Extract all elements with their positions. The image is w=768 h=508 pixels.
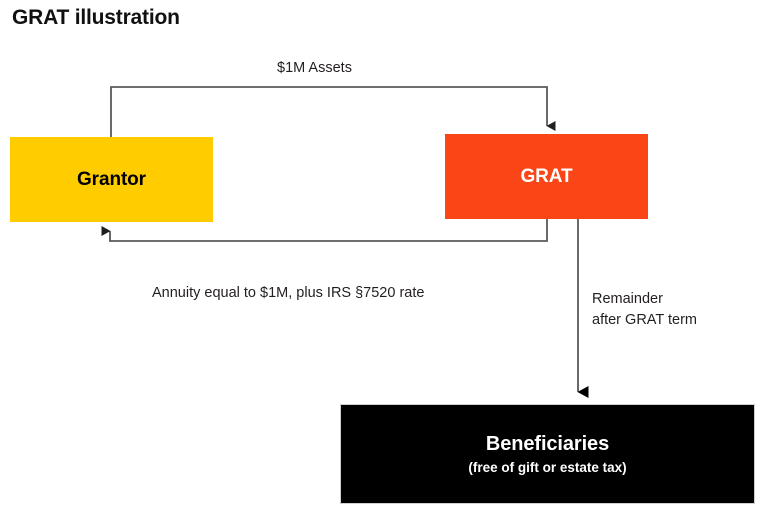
node-grat[interactable]: GRAT (445, 134, 648, 219)
node-grantor-label: Grantor (77, 168, 146, 190)
edge-label-assets: $1M Assets (277, 60, 352, 76)
edge-label-annuity: Annuity equal to $1M, plus IRS §7520 rat… (152, 285, 425, 301)
node-grantor[interactable]: Grantor (10, 137, 213, 222)
edge-assets-arrow (110, 86, 556, 137)
edge-label-remainder: Remainder after GRAT term (592, 289, 742, 331)
node-grat-label: GRAT (520, 165, 573, 187)
edge-annuity-arrow (101, 219, 548, 242)
node-beneficiaries[interactable]: Beneficiaries (free of gift or estate ta… (340, 404, 755, 504)
edge-label-remainder-line1: Remainder (592, 291, 663, 307)
node-beneficiaries-sublabel: (free of gift or estate tax) (468, 459, 627, 475)
page-title: GRAT illustration (12, 6, 180, 29)
edge-label-remainder-line2: after GRAT term (592, 312, 698, 328)
node-beneficiaries-label: Beneficiaries (485, 432, 610, 455)
